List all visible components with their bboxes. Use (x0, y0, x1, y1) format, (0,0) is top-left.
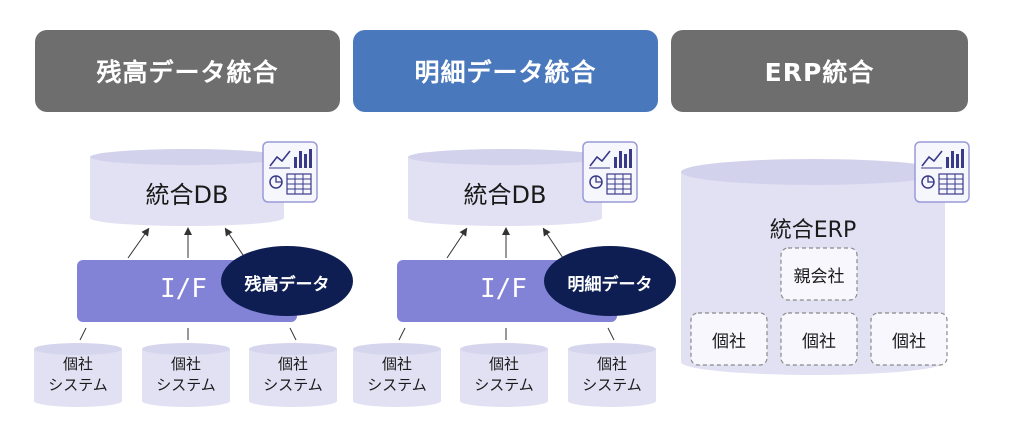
integrated-db-meisai (408, 149, 602, 226)
erp-child-label: 個社 (802, 331, 836, 352)
integrated-db-zandaka (90, 149, 284, 226)
erp-child-label: 個社 (712, 331, 746, 352)
if-label-meisai: I/F (480, 274, 527, 304)
ellipse-zandaka (221, 246, 353, 316)
erp-child-box (870, 312, 948, 366)
system-label: 個社システム (353, 354, 441, 396)
erp-parent-box (780, 247, 858, 301)
arrow (446, 227, 468, 259)
system-label: 個社システム (142, 354, 230, 396)
connector-line (398, 327, 406, 341)
system-label-line1: 個社 (488, 355, 519, 373)
erp-child-box (690, 312, 768, 366)
system-label-line2: システム (263, 376, 323, 394)
system-label-line2: システム (474, 376, 534, 394)
system-label: 個社システム (34, 354, 122, 396)
report-dashboard-icon (914, 141, 970, 203)
system-label: 個社システム (249, 354, 337, 396)
arrow (127, 227, 150, 259)
arrow (542, 227, 564, 259)
erp-child-box (780, 312, 858, 366)
system-label-line1: 個社 (596, 355, 627, 373)
connector-line (607, 327, 615, 341)
system-label-line2: システム (582, 376, 642, 394)
header-erp-label: ERP統合 (764, 58, 875, 87)
header-meisai-label: 明細データ統合 (414, 58, 597, 87)
ellipse-meisai (544, 246, 676, 316)
arrow (224, 227, 246, 259)
db-label-zandaka: 統合DB (145, 181, 229, 209)
system-label-line1: 個社 (381, 355, 412, 373)
db-label-meisai: 統合DB (463, 181, 547, 209)
system-label-line2: システム (48, 376, 108, 394)
ellipse-label-meisai: 明細データ (567, 275, 653, 295)
erp-parent-label: 親会社 (793, 266, 845, 287)
header-erp: ERP統合 (671, 30, 968, 112)
if-label-zandaka: I/F (160, 274, 207, 304)
system-label-line2: システム (367, 376, 427, 394)
erp-child-label: 個社 (892, 331, 926, 352)
header-meisai: 明細データ統合 (353, 30, 658, 112)
system-label-line2: システム (156, 376, 216, 394)
connector-line (289, 327, 297, 341)
erp-title: 統合ERP (769, 218, 857, 243)
connector-line (79, 327, 87, 341)
system-label: 個社システム (460, 354, 548, 396)
header-zandaka: 残高データ統合 (35, 30, 340, 112)
system-label-line1: 個社 (277, 355, 308, 373)
system-label-line1: 個社 (170, 355, 201, 373)
header-zandaka-label: 残高データ統合 (96, 58, 279, 87)
system-label: 個社システム (568, 354, 656, 396)
ellipse-label-zandaka: 残高データ (244, 275, 330, 295)
system-label-line1: 個社 (62, 355, 93, 373)
